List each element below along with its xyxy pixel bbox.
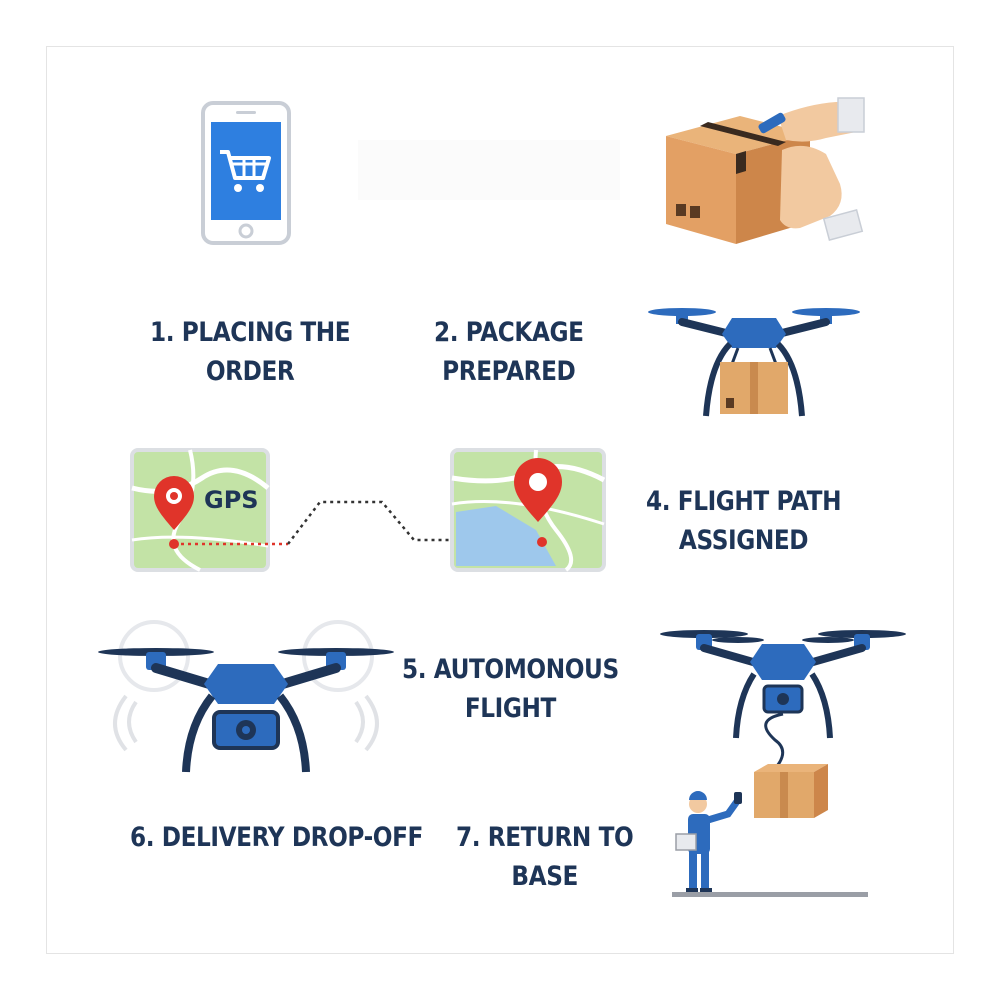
blank-banner (358, 140, 620, 200)
step-7-line-1: 7. RETURN TO (456, 822, 634, 853)
step-6-label: 6. DELIVERY DROP-OFF (130, 818, 423, 857)
package-taping-icon (666, 97, 865, 244)
step-2-line-1: 2. PACKAGE (434, 317, 584, 348)
step-4-line-1: 4. FLIGHT PATH (646, 486, 842, 517)
step-4-label: 4. FLIGHT PATH ASSIGNED (646, 482, 842, 560)
gps-map-icon: GPS (130, 448, 270, 572)
gps-label: GPS (204, 486, 259, 514)
step-1-line-1: 1. PLACING THE (150, 317, 351, 348)
step-7-label: 7. RETURN TO BASE (456, 818, 634, 896)
worker-icon (672, 791, 868, 897)
destination-map-icon (450, 448, 606, 572)
step-7-line-2: BASE (511, 861, 578, 892)
step-5-line-1: 5. AUTOMONOUS (402, 654, 619, 685)
step-4-line-2: ASSIGNED (678, 525, 809, 556)
step-1-line-2: ORDER (205, 356, 295, 387)
step-5-line-2: FLIGHT (464, 693, 556, 724)
step-2-line-2: PREPARED (442, 356, 576, 387)
step-6-line-1: 6. DELIVERY DROP-OFF (130, 822, 423, 853)
flight-path-route (174, 500, 540, 546)
step-2-label: 2. PACKAGE PREPARED (434, 313, 584, 391)
smartphone-cart-icon (201, 101, 291, 245)
drone-lowering-package-icon (660, 630, 906, 818)
step-1-label: 1. PLACING THE ORDER (150, 313, 351, 391)
drone-carrying-package-icon (648, 308, 860, 417)
drone-camera-icon (98, 620, 394, 773)
step-5-label: 5. AUTOMONOUS FLIGHT (402, 650, 619, 728)
